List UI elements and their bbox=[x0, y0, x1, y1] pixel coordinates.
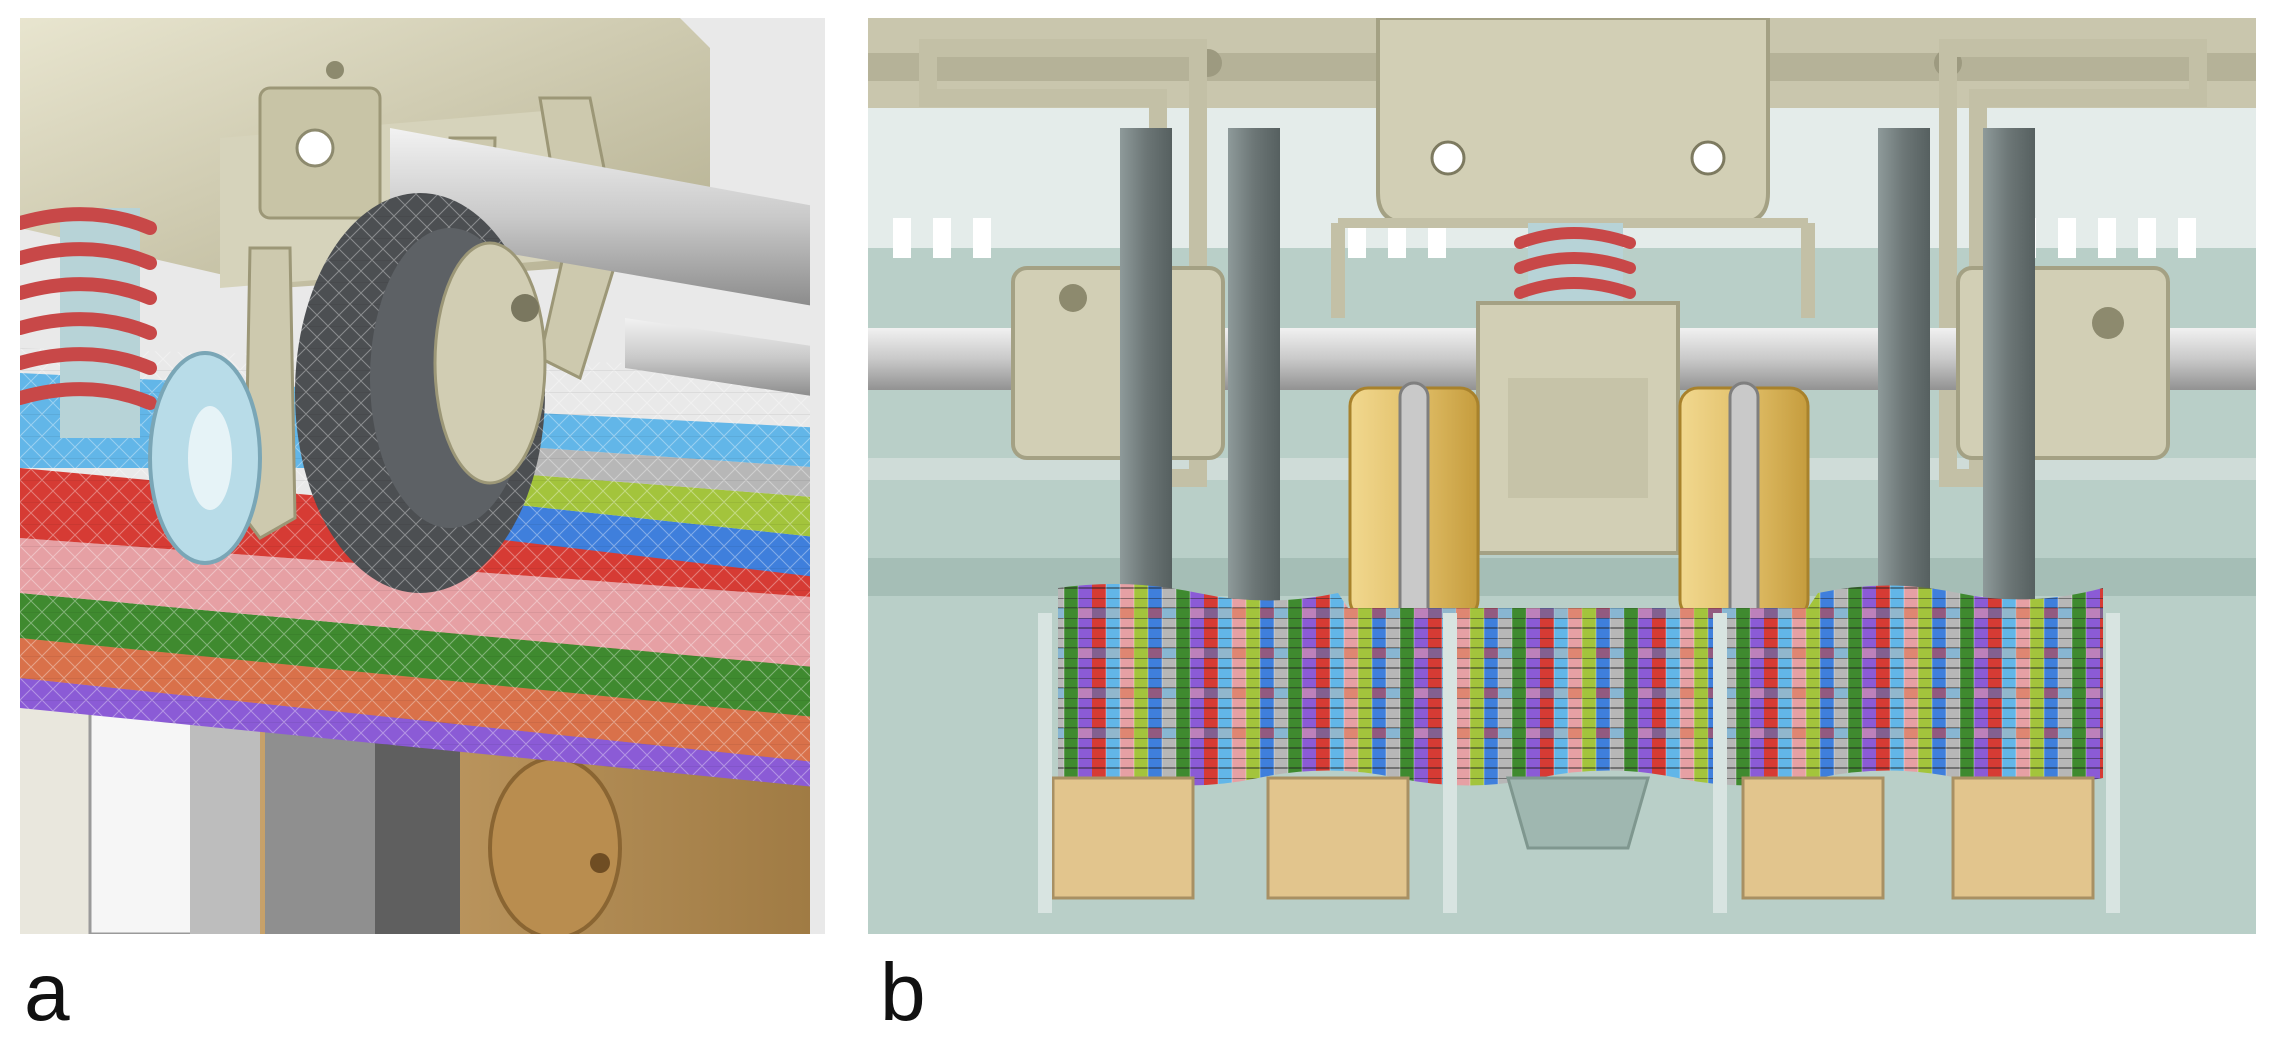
spring-illustration bbox=[20, 207, 157, 438]
lower-block-illustration bbox=[1051, 776, 2095, 900]
panel-a-illustration bbox=[20, 18, 825, 934]
panel-b-illustration bbox=[868, 18, 2256, 934]
woven-fabric-illustration bbox=[1058, 584, 2103, 786]
panel-a-label: a bbox=[24, 947, 70, 1038]
panel-b-image bbox=[868, 18, 2256, 934]
left-hub-illustration bbox=[1011, 266, 1225, 460]
panel-a-image bbox=[20, 18, 825, 934]
panel-b-label: b bbox=[880, 947, 926, 1038]
gray-disc-illustration bbox=[1120, 128, 2035, 613]
meshed-wheel-illustration bbox=[295, 193, 547, 593]
